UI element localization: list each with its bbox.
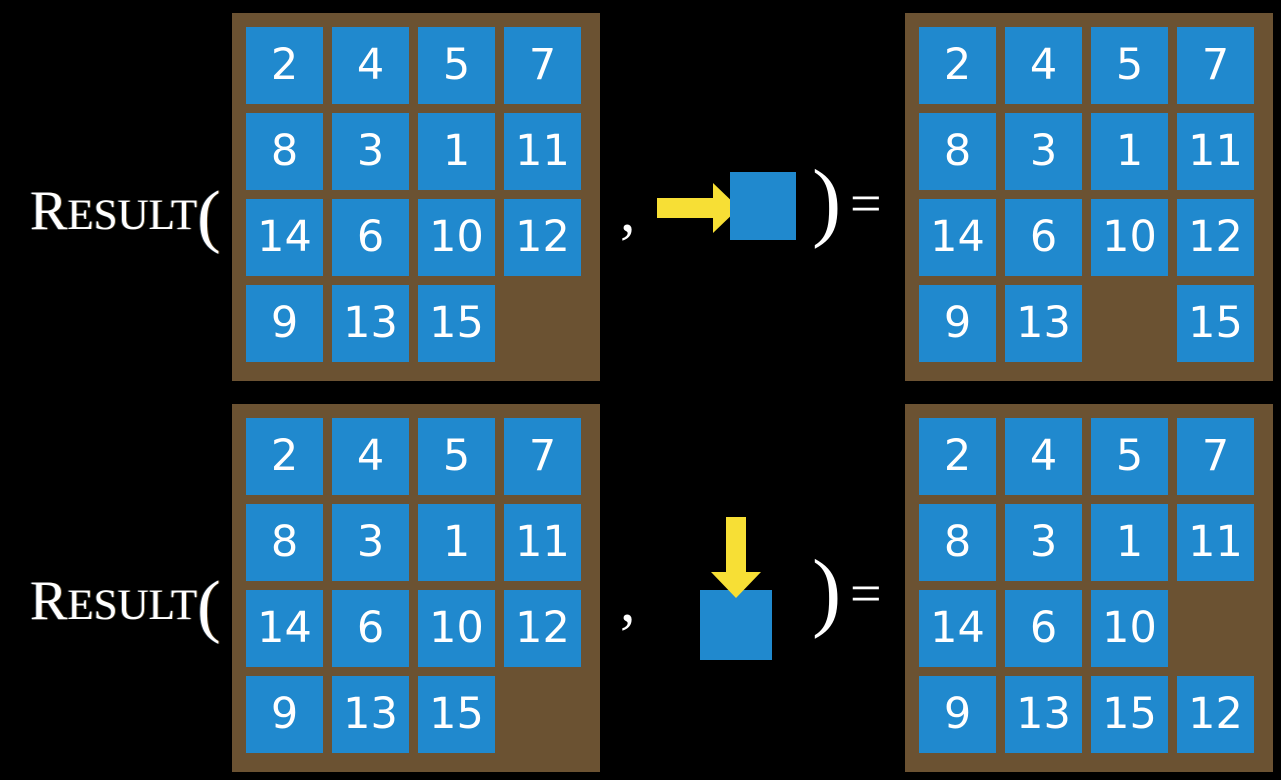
tile[interactable]: 1: [418, 113, 495, 190]
output-board-row-2[interactable]: 2 4 5 7 8 3 1 11 14 6 10 9 13 15 12: [905, 404, 1273, 772]
tile[interactable]: 14: [246, 199, 323, 276]
result-label-rest-row-2: ESULT: [67, 582, 198, 629]
tile[interactable]: 3: [1005, 113, 1082, 190]
empty-slot: [504, 285, 581, 362]
tile[interactable]: 11: [1177, 113, 1254, 190]
tile[interactable]: 4: [1005, 418, 1082, 495]
tile[interactable]: 8: [246, 504, 323, 581]
tile[interactable]: 13: [332, 676, 409, 753]
output-board-row-1[interactable]: 2 4 5 7 8 3 1 11 14 6 10 12 9 13 15: [905, 13, 1273, 381]
tile[interactable]: 7: [504, 27, 581, 104]
empty-slot: [504, 676, 581, 753]
tile[interactable]: 5: [1091, 27, 1168, 104]
result-label-lead-row-1: R: [30, 180, 68, 242]
tile[interactable]: 15: [1091, 676, 1168, 753]
tile[interactable]: 11: [504, 113, 581, 190]
arrow-down-icon: [711, 572, 761, 598]
tile[interactable]: 9: [246, 676, 323, 753]
tile[interactable]: 3: [1005, 504, 1082, 581]
tile[interactable]: 4: [332, 418, 409, 495]
tile[interactable]: 9: [246, 285, 323, 362]
tile[interactable]: 1: [418, 504, 495, 581]
tile[interactable]: 9: [919, 285, 996, 362]
tile[interactable]: 12: [1177, 676, 1254, 753]
close-paren-row-1: ): [812, 153, 842, 250]
tile[interactable]: 1: [1091, 504, 1168, 581]
arrow-down-icon-shaft: [726, 517, 746, 579]
tile[interactable]: 10: [1091, 199, 1168, 276]
tile[interactable]: 5: [418, 418, 495, 495]
tile[interactable]: 6: [1005, 590, 1082, 667]
result-label-lead-row-2: R: [30, 570, 68, 632]
input-board-row-2[interactable]: 2 4 5 7 8 3 1 11 14 6 10 12 9 13 15: [232, 404, 600, 772]
tile[interactable]: 8: [919, 113, 996, 190]
tile[interactable]: 2: [246, 27, 323, 104]
tile[interactable]: 14: [919, 590, 996, 667]
tile[interactable]: 14: [919, 199, 996, 276]
action-tile-row-2[interactable]: [700, 590, 772, 660]
result-label-rest-row-1: ESULT: [67, 192, 198, 239]
tile[interactable]: 15: [418, 285, 495, 362]
result-label-paren-row-2: (: [197, 568, 221, 645]
tile[interactable]: 8: [246, 113, 323, 190]
tile[interactable]: 3: [332, 504, 409, 581]
tile[interactable]: 7: [1177, 418, 1254, 495]
tile[interactable]: 7: [1177, 27, 1254, 104]
tile[interactable]: 13: [1005, 285, 1082, 362]
tile[interactable]: 10: [1091, 590, 1168, 667]
tile[interactable]: 11: [504, 504, 581, 581]
tile[interactable]: 6: [332, 590, 409, 667]
tile[interactable]: 2: [919, 418, 996, 495]
tile[interactable]: 5: [418, 27, 495, 104]
result-label-row-2: RESULT(: [30, 562, 221, 642]
tile[interactable]: 12: [1177, 199, 1254, 276]
argument-separator-row-2: ,: [620, 567, 636, 635]
tile[interactable]: 3: [332, 113, 409, 190]
tile[interactable]: 12: [504, 199, 581, 276]
tile[interactable]: 12: [504, 590, 581, 667]
tile[interactable]: 9: [919, 676, 996, 753]
argument-separator-row-1: ,: [620, 177, 636, 245]
result-label-row-1: RESULT(: [30, 172, 221, 252]
close-paren-row-2: ): [812, 543, 842, 640]
tile[interactable]: 5: [1091, 418, 1168, 495]
tile[interactable]: 10: [418, 590, 495, 667]
tile[interactable]: 4: [332, 27, 409, 104]
tile[interactable]: 8: [919, 504, 996, 581]
empty-slot: [1091, 285, 1168, 362]
arrow-right-icon-shaft: [657, 198, 717, 218]
tile[interactable]: 10: [418, 199, 495, 276]
input-board-row-1[interactable]: 2 4 5 7 8 3 1 11 14 6 10 12 9 13 15: [232, 13, 600, 381]
result-label-paren-row-1: (: [197, 178, 221, 255]
tile[interactable]: 6: [332, 199, 409, 276]
empty-slot: [1177, 590, 1254, 667]
tile[interactable]: 11: [1177, 504, 1254, 581]
tile[interactable]: 13: [1005, 676, 1082, 753]
equals-sign-row-2: =: [850, 563, 882, 625]
tile[interactable]: 2: [919, 27, 996, 104]
tile[interactable]: 15: [1177, 285, 1254, 362]
tile[interactable]: 7: [504, 418, 581, 495]
tile[interactable]: 14: [246, 590, 323, 667]
tile[interactable]: 2: [246, 418, 323, 495]
tile[interactable]: 13: [332, 285, 409, 362]
action-tile-row-1[interactable]: [730, 172, 796, 240]
tile[interactable]: 6: [1005, 199, 1082, 276]
tile[interactable]: 1: [1091, 113, 1168, 190]
tile[interactable]: 15: [418, 676, 495, 753]
tile[interactable]: 4: [1005, 27, 1082, 104]
equals-sign-row-1: =: [850, 173, 882, 235]
